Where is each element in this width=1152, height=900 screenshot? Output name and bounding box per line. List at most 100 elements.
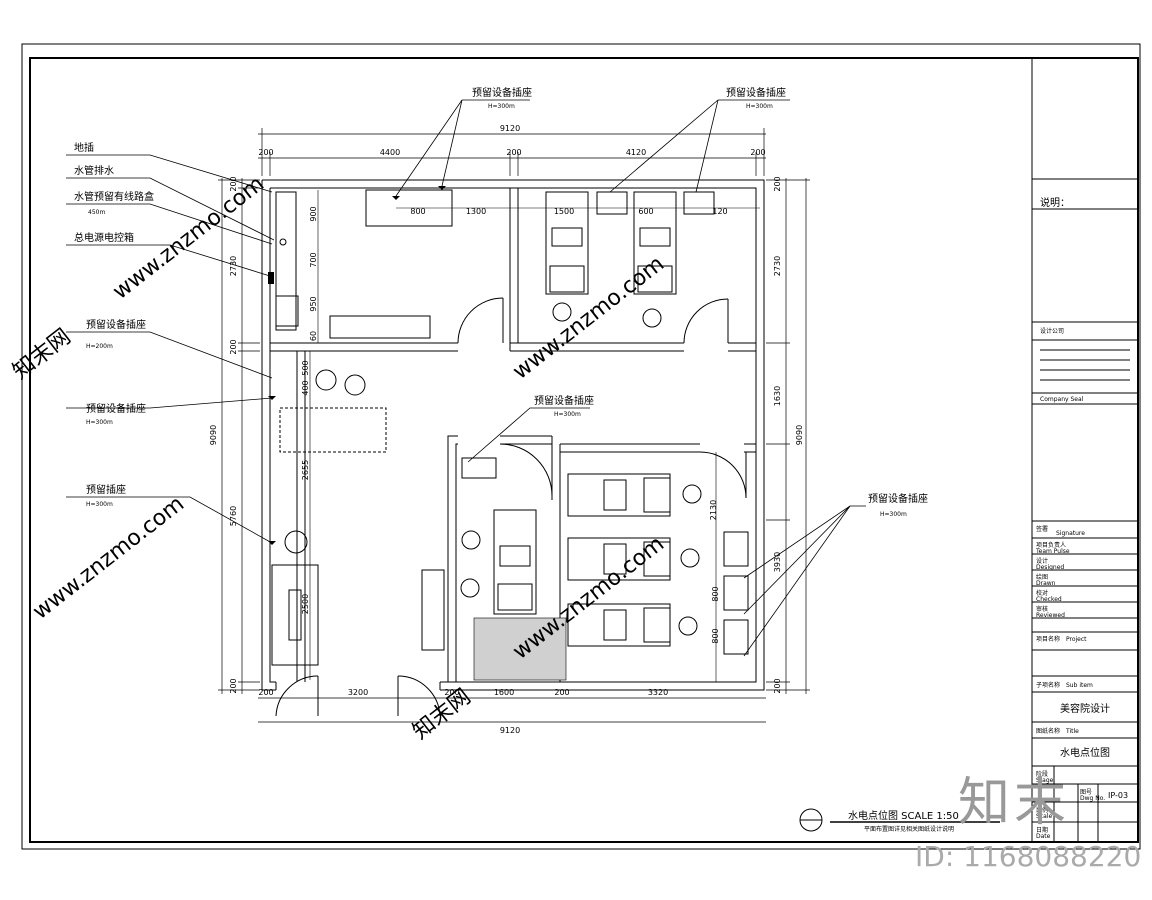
row4-en: Checked [1036,596,1062,603]
dim-inner-2655: 2655 [301,460,310,480]
date-cn: 日期 [1036,826,1048,834]
project-en: Project [1066,636,1087,643]
dim-top-3: 200 [506,148,521,157]
dim-left-1: 200 [229,176,238,191]
callout-water-box: 水管预留有线路盒 [74,190,154,203]
callout-top2-title: 预留设备插座 [726,86,786,99]
drawing-name: 水电点位图 [1060,746,1110,759]
signature-en: Signature [1056,530,1085,537]
dim-right-2: 2730 [773,256,782,276]
dim-inner-60: 60 [309,331,318,341]
sub-item-cn: 子项名称 [1036,681,1060,689]
callout-top2-height: H=300m [746,103,773,110]
dim-inner-right-800a: 800 [711,586,720,601]
company-label: 设计公司 [1040,327,1064,335]
watermark-tag-2: 知末网 [408,684,475,744]
dim-right-total: 9090 [795,425,804,445]
dim-bottom-3: 200 [444,688,459,697]
dim-right-3: 1630 [773,386,782,406]
row1-cn: 项目负责人 [1036,541,1066,549]
stage-cn: 阶段 [1036,770,1048,778]
callout-mid-title: 预留设备插座 [534,394,594,407]
floor-plan [261,179,765,717]
row4-cn: 校对 [1036,589,1048,597]
scale-cn: 比例 [1036,806,1048,814]
row2-en: Designed [1036,564,1064,571]
stage-en: Stage [1036,777,1054,784]
dim-left-5: 200 [229,678,238,693]
watermark-url-2: www.znzmo.com [508,251,669,384]
dwg-no-en: Dwg No. [1080,795,1105,802]
note-label: 说明： [1040,196,1070,209]
dim-top-1: 200 [258,148,273,157]
diagonal-watermarks: www.znzmo.com www.znzmo.com www.znzmo.co… [8,171,669,744]
callout-left5-height: H=200m [86,343,113,350]
scale-en: Scale [1036,813,1052,820]
drawing-no: IP-03 [1108,791,1128,800]
dim-right-6: 200 [773,678,782,693]
drawing-en: Title [1065,728,1079,735]
callout-left6-title: 预留设备插座 [86,402,146,415]
dim-inner-120: 120 [712,207,727,216]
dim-bottom-2: 3200 [348,688,368,697]
watermark-tag-1: 知末网 [8,324,75,384]
callout-floor-socket: 地插 [74,141,94,154]
dim-bottom-5: 200 [554,688,569,697]
company-seal-label: Company Seal [1040,396,1084,403]
drawing-cn: 图纸名称 [1036,727,1060,735]
row3-cn: 绘图 [1036,573,1048,581]
leader-lines [66,99,866,657]
dim-inner-800: 800 [410,207,425,216]
outer-border [21,43,1141,850]
callout-top1-height: H=300m [488,103,515,110]
row5-en: Reviewed [1036,612,1065,619]
project-name: 美容院设计 [1060,702,1110,715]
watermark-id: ID: 1168088220 [915,840,1142,873]
sub-item-en: Sub item [1066,682,1093,689]
inner-border [29,57,1139,843]
dim-bottom-1: 200 [258,688,273,697]
dim-inner-right-800b: 800 [711,628,720,643]
dim-right-4: 2130 [709,500,718,520]
plan-caption-title: 水电点位图 SCALE 1:50 [848,809,959,822]
dim-inner-1300: 1300 [466,207,486,216]
callout-mid-height: H=300m [554,411,581,418]
dim-inner-500: 500 [301,360,310,375]
watermark-logo: 知末 [958,773,1071,833]
dim-right-5: 3930 [773,552,782,572]
dim-bottom-6: 3320 [648,688,668,697]
callout-main-panel: 总电源电控箱 [74,231,134,244]
row1-en: Team Pulse [1035,548,1070,555]
callout-left5-title: 预留设备插座 [86,318,146,331]
inner-dim-lines [309,190,760,682]
dim-right-1: 200 [773,176,782,191]
row5-cn: 审核 [1036,605,1048,613]
dim-inner-600: 600 [638,207,653,216]
hatched-area [473,617,567,681]
signature-label: 签署 [1036,525,1048,533]
dim-top-2: 4400 [380,148,400,157]
dim-top-5: 200 [750,148,765,157]
watermark-url-4: www.znzmo.com [28,491,189,624]
dim-inner-400: 400 [301,380,310,395]
dim-total-top: 9120 [500,124,520,133]
dimension-lines [218,128,810,723]
dim-top-4: 4120 [626,148,646,157]
title-block [1031,58,1138,842]
callout-top1-title: 预留设备插座 [472,86,532,99]
row2-cn: 设计 [1036,557,1048,565]
dim-left-4: 5760 [229,506,238,526]
plan-caption-subtitle: 平面布置图详见相关图纸设计说明 [864,825,954,833]
callout-right-title: 预留设备插座 [868,492,928,505]
socket-boxes [268,186,715,545]
project-cn: 项目名称 [1036,635,1060,643]
callout-water-drain: 水管排水 [74,164,114,177]
callout-right-height: H=300m [880,511,907,518]
callout-left7-title: 预留插座 [86,483,126,496]
dim-left-3: 200 [229,339,238,354]
dim-inner-950: 950 [309,296,318,311]
callout-left6-height: H=300m [86,419,113,426]
dim-inner-1500: 1500 [554,207,574,216]
dim-bottom-4: 1600 [494,688,514,697]
dim-inner-900: 900 [309,206,318,221]
